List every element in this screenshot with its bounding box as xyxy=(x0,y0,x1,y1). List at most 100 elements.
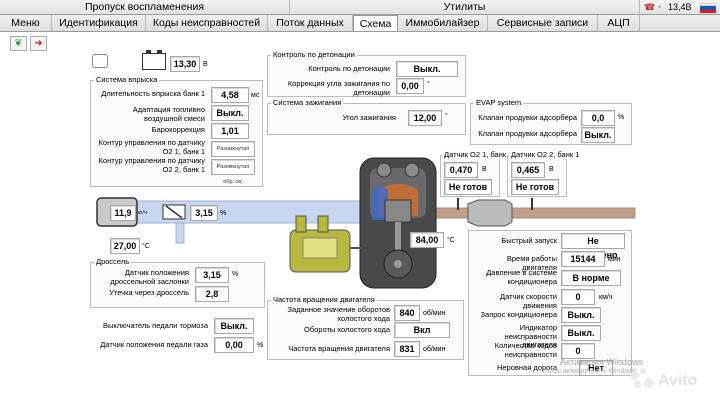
gas-pedal-unit: % xyxy=(257,342,264,349)
ignition-angle-value: 12,00 xyxy=(408,110,442,126)
o2-sensor-2-panel: Датчик O2 2, банк 1 0,465 В Не готов xyxy=(507,150,582,197)
intake-temp-unit: °C xyxy=(142,243,150,250)
status-area: ☎ ◔ 13,4В xyxy=(642,0,720,15)
brake-value: Выкл. xyxy=(214,318,254,334)
top-tab-row: Пропуск воспламенения Утилиты ☎ ◔ 13,4В xyxy=(0,0,720,15)
coolant-temp-unit: °C xyxy=(447,237,455,244)
evap-purge-1-value: 0,0 xyxy=(581,110,615,126)
injection-duration-unit: мс xyxy=(251,92,260,99)
tab-service-records[interactable]: Сервисные записи xyxy=(488,15,598,31)
gas-pedal-label: Датчик положения педали газа xyxy=(100,340,208,349)
engine-rpm-unit: об/мин xyxy=(423,346,446,353)
evap-purge-2-label: Клапан продувки адсорбера xyxy=(478,129,577,138)
engine-rpm-label: Частота вращения двигателя xyxy=(288,344,390,353)
dtc-count-value: 0 xyxy=(561,343,595,359)
exit-icon[interactable]: ➜ xyxy=(30,36,47,51)
o2-sensor-1-value: 0,470 xyxy=(444,162,478,178)
throttle-gauge-value: 3,15 xyxy=(190,205,218,221)
evap-title: EVAP system xyxy=(474,98,524,107)
engine-speed-panel: Частота вращения двигателя Заданное знач… xyxy=(267,295,464,360)
maf-value: 11,9 xyxy=(110,205,136,221)
throttle-panel: Дроссель Датчик положения дроссельной за… xyxy=(90,257,265,308)
square-icon xyxy=(92,54,108,68)
injection-panel: Система впрыска Длительность впрыска бан… xyxy=(90,75,263,187)
idle-target-unit: об/мин xyxy=(423,310,446,317)
o2-sensor-2-unit: В xyxy=(549,166,554,173)
catalyst-icon xyxy=(467,199,513,227)
tab-identification[interactable]: Идентификация xyxy=(52,15,146,31)
tab-misfire[interactable]: Пропуск воспламенения xyxy=(0,0,290,15)
injection-duration-label: Длительность впрыска банк 1 xyxy=(101,89,205,98)
tab-utilities[interactable]: Утилиты xyxy=(290,0,640,15)
avito-logo-text: Avito xyxy=(658,372,698,389)
ac-pressure-value: В норме xyxy=(561,270,621,286)
phone-icon: ☎ xyxy=(644,2,656,12)
windows-activation-watermark: Активация Windows xyxy=(560,357,643,367)
voltage-readout: 13,4В xyxy=(668,2,692,12)
knock-correction-label: Коррекция угла зажигания по детонации xyxy=(287,79,390,97)
battery-value: 13,30 xyxy=(170,56,200,72)
engine-schematic xyxy=(96,157,636,289)
o2-loop-1-label: Контур управления по датчику O2 1, банк … xyxy=(98,138,205,156)
idle-value: Вкл xyxy=(394,322,450,338)
ac-request-value: Выкл. xyxy=(561,307,601,323)
ac-request-label: Запрос кондиционера xyxy=(480,310,558,319)
tab-immobilizer[interactable]: Иммобилайзер xyxy=(398,15,488,31)
tab-scheme[interactable]: Схема xyxy=(353,15,398,31)
fuel-adaptation-label: Адаптация топливно воздушной смеси xyxy=(132,105,205,123)
evap-purge-2-value: Выкл. xyxy=(581,127,615,143)
o2-sensor-1-panel: Датчик O2 1, банк 1 0,470 В Не готов xyxy=(440,150,515,197)
speed-sensor-unit: км/ч xyxy=(599,294,613,301)
evap-purge-1-unit: % xyxy=(618,114,625,121)
run-time-label: Время работы двигателя xyxy=(506,254,557,272)
dtc-count-label: Количество кодов неисправности xyxy=(494,341,557,359)
o2-loop-2-value: Разомкнутая обр. св. xyxy=(211,159,255,185)
engine-rpm-value: 831 xyxy=(394,341,420,357)
ignition-panel: Система зажигания Угол зажигания 12,00 ° xyxy=(267,98,466,135)
main-tab-row: Меню Идентификация Коды неисправностей П… xyxy=(0,15,720,32)
battery-unit: В xyxy=(203,61,208,68)
intake-temp-value: 27,00 xyxy=(110,238,140,254)
battery-icon xyxy=(142,50,166,70)
injection-title: Система впрыска xyxy=(94,75,160,84)
tab-fault-codes[interactable]: Коды неисправностей xyxy=(146,15,268,31)
gas-pedal-row: Датчик положения педали газа 0,00 % xyxy=(90,336,265,354)
tab-menu[interactable]: Меню xyxy=(0,15,52,31)
ignition-title: Система зажигания xyxy=(271,98,344,107)
run-time-value: 15144 xyxy=(561,251,605,267)
o2-sensor-1-status: Не готов xyxy=(444,179,492,195)
injection-duration-value: 4,58 xyxy=(211,87,249,103)
throttle-gauge-unit: % xyxy=(220,210,227,217)
speed-sensor-value: 0 xyxy=(561,289,595,305)
o2-sensor-2-status: Не готов xyxy=(511,179,559,195)
throttle-position-value: 3,15 xyxy=(195,267,229,283)
mil-label: Индикатор неисправности двигателя xyxy=(504,323,557,349)
throttle-leak-label: Утечка через дроссель xyxy=(109,288,189,297)
throttle-position-unit: % xyxy=(232,271,239,278)
fuel-adaptation-value: Выкл. xyxy=(211,105,249,121)
o2-sensor-2-label: Датчик O2 2, банк 1 xyxy=(509,150,582,159)
quick-start-value: Не разрешено xyxy=(561,233,625,260)
knock-correction-value: 0,00 xyxy=(396,78,424,94)
throttle-leak-value: 2,8 xyxy=(195,286,229,302)
rough-road-value: Нет xyxy=(579,360,613,376)
speed-sensor-label: Датчик скорости движения xyxy=(500,292,557,310)
ac-pressure-label: Давление в системе кондиционера xyxy=(486,268,557,286)
o2-sensor-2-value: 0,465 xyxy=(511,162,545,178)
baro-value: 1,01 xyxy=(211,123,249,139)
o2-loop-2-label: Контур управления по датчику O2 2, банк … xyxy=(98,156,205,174)
wifi-icon: ◔ xyxy=(656,2,662,12)
o2-sensor-1-unit: В xyxy=(482,166,487,173)
idle-target-label: Заданное значение оборотов холостого ход… xyxy=(287,305,390,323)
run-time-unit: мин xyxy=(608,256,621,263)
flag-icon xyxy=(700,3,716,13)
idle-target-value: 840 xyxy=(394,305,420,321)
leaf-icon[interactable]: ❦ xyxy=(10,36,27,51)
idle-label: Обороты холостого хода xyxy=(303,325,390,334)
tab-data-stream[interactable]: Поток данных xyxy=(268,15,353,31)
knock-correction-unit: ° xyxy=(427,81,430,88)
knock-title: Контроль по детонации xyxy=(271,50,357,59)
tab-adc[interactable]: АЦП xyxy=(598,15,640,31)
brake-label: Выключатель педали тормоза xyxy=(103,321,208,330)
evap-purge-1-label: Клапан продувки адсорбера xyxy=(478,113,577,122)
